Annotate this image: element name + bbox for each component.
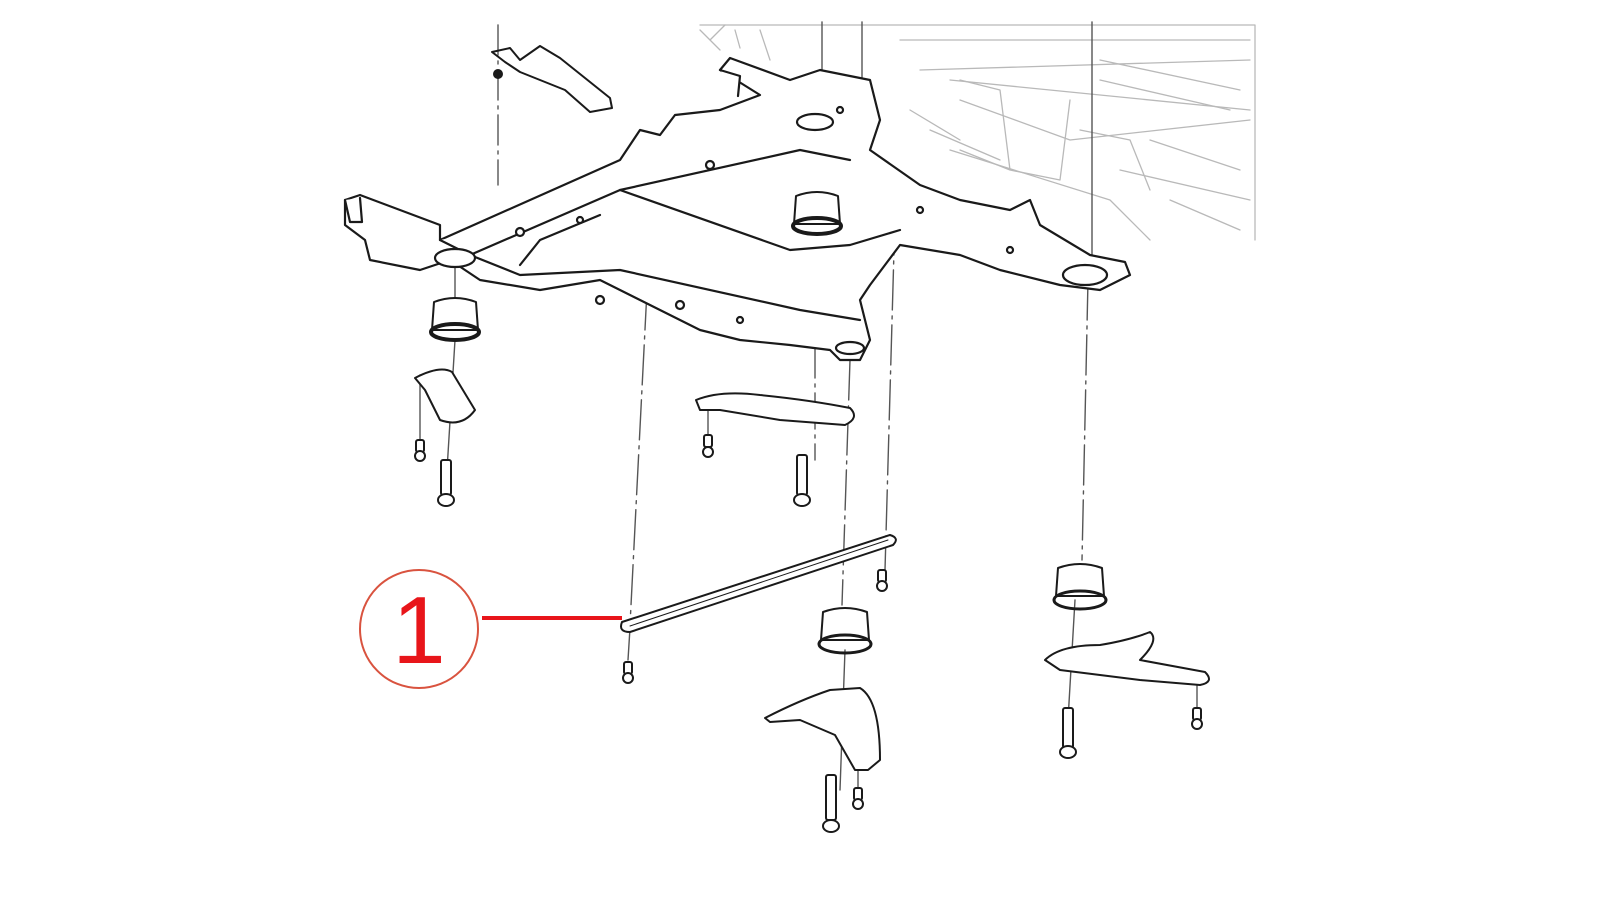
bolt-small bbox=[622, 661, 634, 684]
bushing-left bbox=[429, 297, 481, 342]
mount-bracket-left bbox=[414, 368, 476, 424]
mount-bracket-lower bbox=[764, 687, 881, 771]
bushing-lower bbox=[817, 607, 873, 655]
bolt-small bbox=[702, 434, 714, 458]
body-structure bbox=[699, 24, 1256, 241]
bolts bbox=[414, 434, 1203, 833]
bushing-right bbox=[1052, 563, 1108, 611]
bolt-long bbox=[793, 454, 811, 507]
callout-number: 1 bbox=[392, 577, 446, 684]
bolt-small bbox=[414, 439, 426, 462]
bushing-center bbox=[791, 191, 843, 236]
bolt-long bbox=[1059, 707, 1077, 759]
callout-1: 1 bbox=[359, 569, 479, 689]
mount-bracket-center bbox=[695, 392, 855, 426]
bolt-long bbox=[822, 774, 840, 833]
bolt-small bbox=[852, 787, 864, 810]
subframe bbox=[343, 56, 1132, 362]
cross-brace-bar bbox=[620, 534, 897, 633]
mount-bracket-right bbox=[1044, 631, 1210, 686]
mount-brackets bbox=[414, 368, 1210, 771]
bolt-small bbox=[876, 569, 888, 592]
callout-leader-line bbox=[482, 616, 622, 620]
upper-bracket bbox=[491, 45, 613, 113]
bolt-long bbox=[437, 459, 455, 507]
bolt-small bbox=[1191, 707, 1203, 730]
bushings bbox=[429, 191, 1108, 655]
